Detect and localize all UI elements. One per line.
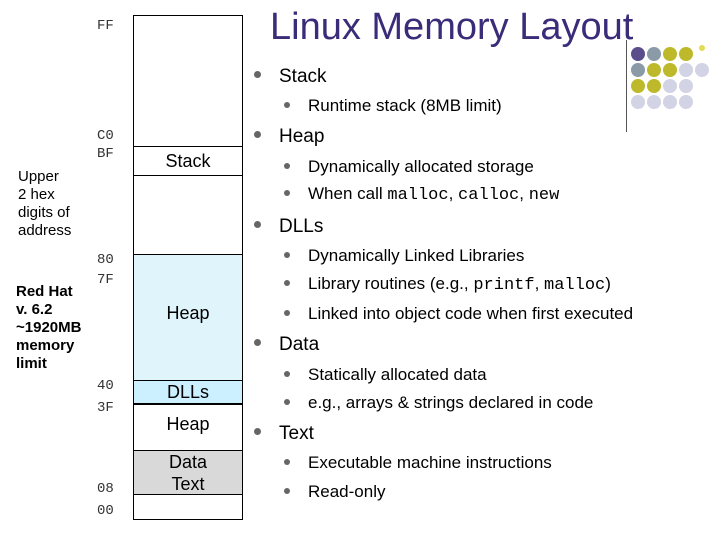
bullet-stack-sub-text: Runtime stack (8MB limit) <box>308 96 502 115</box>
upper-hex-label: Upper 2 hex digits of address <box>18 168 71 240</box>
separator: , <box>534 274 545 293</box>
bullet-stack: Stack <box>254 66 327 88</box>
bullet-dot-icon <box>254 428 261 436</box>
code-new: new <box>528 186 560 205</box>
red-hat-line: memory <box>16 337 75 354</box>
bullet-dot-icon <box>254 339 261 347</box>
segment-text-label: Text <box>171 474 205 494</box>
closing-paren: ) <box>605 274 611 293</box>
address-08: 08 <box>97 481 114 497</box>
address-ff: FF <box>97 18 114 34</box>
bullet-heap-sub1: Dynamically allocated storage <box>284 157 534 177</box>
segment-data-label: Data <box>168 452 208 472</box>
bullet-text-sub2: Read-only <box>284 482 386 502</box>
bullet-dot-icon <box>284 189 290 196</box>
bullet-dot-icon <box>284 251 290 258</box>
address-c0: C0 <box>97 128 114 144</box>
bullet-dot-icon <box>254 221 261 229</box>
red-hat-line: limit <box>16 355 47 372</box>
red-hat-line: Red Hat <box>16 283 73 300</box>
segment-data-text: Data Text <box>134 450 242 495</box>
bullet-heap: Heap <box>254 126 324 148</box>
bullet-text: Text <box>254 423 314 445</box>
decorative-dot-grid <box>631 45 709 109</box>
code-calloc: calloc <box>458 186 520 205</box>
bullet-dlls-sub3-text: Linked into object code when first execu… <box>308 304 634 323</box>
divider-line <box>626 40 627 132</box>
upper-hex-line: Upper <box>18 168 59 185</box>
address-bf: BF <box>97 146 114 162</box>
bullet-heap-sub1-text: Dynamically allocated storage <box>308 157 534 176</box>
segment-heap-lower-label: Heap <box>166 414 210 434</box>
bullet-heap-label: Heap <box>279 126 325 147</box>
separator: , <box>448 184 459 203</box>
bullet-heap-sub2-text: When call <box>308 184 388 203</box>
bullet-dot-icon <box>254 131 261 139</box>
bullet-dot-icon <box>284 162 290 169</box>
bullet-dot-icon <box>284 101 290 108</box>
bullet-dot-icon <box>254 71 261 79</box>
bullet-dlls-sub1-text: Dynamically Linked Libraries <box>308 246 525 265</box>
red-hat-line: v. 6.2 <box>16 301 53 318</box>
bullet-data: Data <box>254 334 319 356</box>
code-malloc: malloc <box>544 276 606 295</box>
code-printf: printf <box>473 276 535 295</box>
bullet-dot-icon <box>284 458 290 465</box>
red-hat-line: ~1920MB <box>16 319 82 336</box>
upper-hex-line: digits of <box>18 204 70 221</box>
bullet-dlls-sub2-text: Library routines (e.g., <box>308 274 474 293</box>
segment-heap-lower: Heap <box>134 404 242 448</box>
bullet-dlls: DLLs <box>254 216 323 238</box>
bullet-dot-icon <box>284 370 290 377</box>
segment-heap-upper: Heap <box>134 254 242 380</box>
upper-hex-line: 2 hex <box>18 186 55 203</box>
bullet-data-sub1-text: Statically allocated data <box>308 365 487 384</box>
address-3f: 3F <box>97 400 114 416</box>
segment-stack: Stack <box>134 146 242 176</box>
red-hat-label: Red Hat v. 6.2 ~1920MB memory limit <box>16 283 81 373</box>
code-malloc: malloc <box>387 186 449 205</box>
bullet-data-sub1: Statically allocated data <box>284 365 487 385</box>
address-00: 00 <box>97 503 114 519</box>
bullet-dot-icon <box>284 398 290 405</box>
slide-title: Linux Memory Layout <box>270 6 634 48</box>
bullet-text-label: Text <box>279 423 314 444</box>
upper-hex-line: address <box>18 222 72 239</box>
bullet-text-sub2-text: Read-only <box>308 482 386 501</box>
segment-dlls: DLLs <box>134 380 242 404</box>
address-7f: 7F <box>97 272 114 288</box>
bullet-heap-sub2: When call malloc, calloc, new <box>284 184 559 205</box>
bullet-data-label: Data <box>279 334 320 355</box>
bullet-text-sub1: Executable machine instructions <box>284 453 552 473</box>
bullet-dot-icon <box>284 309 290 316</box>
bullet-dlls-sub3: Linked into object code when first execu… <box>284 304 633 324</box>
bullet-dot-icon <box>284 279 290 286</box>
separator: , <box>519 184 529 203</box>
bullet-dot-icon <box>284 487 290 494</box>
address-40: 40 <box>97 378 114 394</box>
bullet-text-sub1-text: Executable machine instructions <box>308 453 552 472</box>
segment-heap-upper-label: Heap <box>166 303 210 323</box>
bullet-dlls-label: DLLs <box>279 216 324 237</box>
bullet-data-sub2-text: e.g., arrays & strings declared in code <box>308 393 594 412</box>
bullet-dlls-sub1: Dynamically Linked Libraries <box>284 246 524 266</box>
memory-column: Stack Heap DLLs Heap Data Text <box>133 15 243 520</box>
bullet-data-sub2: e.g., arrays & strings declared in code <box>284 393 593 413</box>
bullet-stack-sub: Runtime stack (8MB limit) <box>284 96 502 116</box>
bullet-dlls-sub2: Library routines (e.g., printf, malloc) <box>284 274 611 295</box>
bullet-stack-label: Stack <box>279 66 327 87</box>
address-80: 80 <box>97 252 114 268</box>
